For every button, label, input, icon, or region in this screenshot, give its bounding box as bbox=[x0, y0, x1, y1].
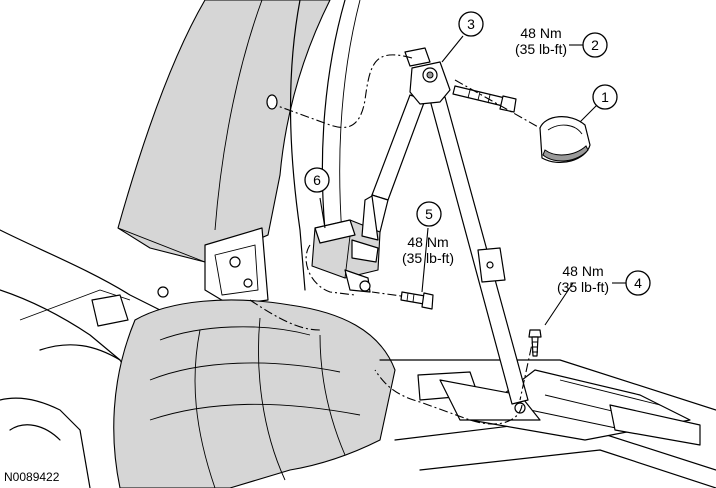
callout-6: 6 bbox=[304, 167, 330, 193]
callout-1-number: 1 bbox=[601, 89, 609, 105]
upper-anchor-d-ring bbox=[404, 47, 451, 105]
figure-id-label: N0089422 bbox=[4, 470, 60, 484]
seat-belt-webbing bbox=[361, 94, 529, 405]
callout-5: 5 48 Nm (35 lb-ft) bbox=[402, 201, 454, 266]
callout-4-torque-nm: 48 Nm bbox=[562, 263, 603, 279]
retractor-bolt bbox=[400, 291, 434, 310]
trim-panel-hole bbox=[266, 94, 278, 110]
callout-leaders bbox=[319, 35, 626, 326]
callout-4-number: 4 bbox=[634, 275, 642, 291]
upper-anchor-bolt bbox=[452, 85, 517, 113]
floor-anchor-bolt bbox=[528, 329, 542, 357]
callout-3-number: 3 bbox=[467, 16, 475, 32]
anchor-cover-cap bbox=[539, 116, 591, 163]
callout-3: 3 bbox=[458, 11, 484, 37]
callout-2-torque-lbft: (35 lb-ft) bbox=[515, 41, 567, 57]
seat-belt-retractor bbox=[311, 195, 381, 293]
callout-1: 1 bbox=[592, 84, 618, 110]
callout-2-number: 2 bbox=[591, 37, 599, 53]
callout-5-number: 5 bbox=[425, 206, 433, 222]
callout-2-torque-nm: 48 Nm bbox=[520, 25, 561, 41]
callout-2: 2 48 Nm (35 lb-ft) bbox=[515, 25, 608, 58]
callout-5-torque-nm: 48 Nm bbox=[407, 234, 448, 250]
callout-5-torque-lbft: (35 lb-ft) bbox=[402, 250, 454, 266]
callout-4: 4 48 Nm (35 lb-ft) bbox=[557, 263, 651, 296]
callout-6-number: 6 bbox=[313, 172, 321, 188]
callout-4-torque-lbft: (35 lb-ft) bbox=[557, 279, 609, 295]
